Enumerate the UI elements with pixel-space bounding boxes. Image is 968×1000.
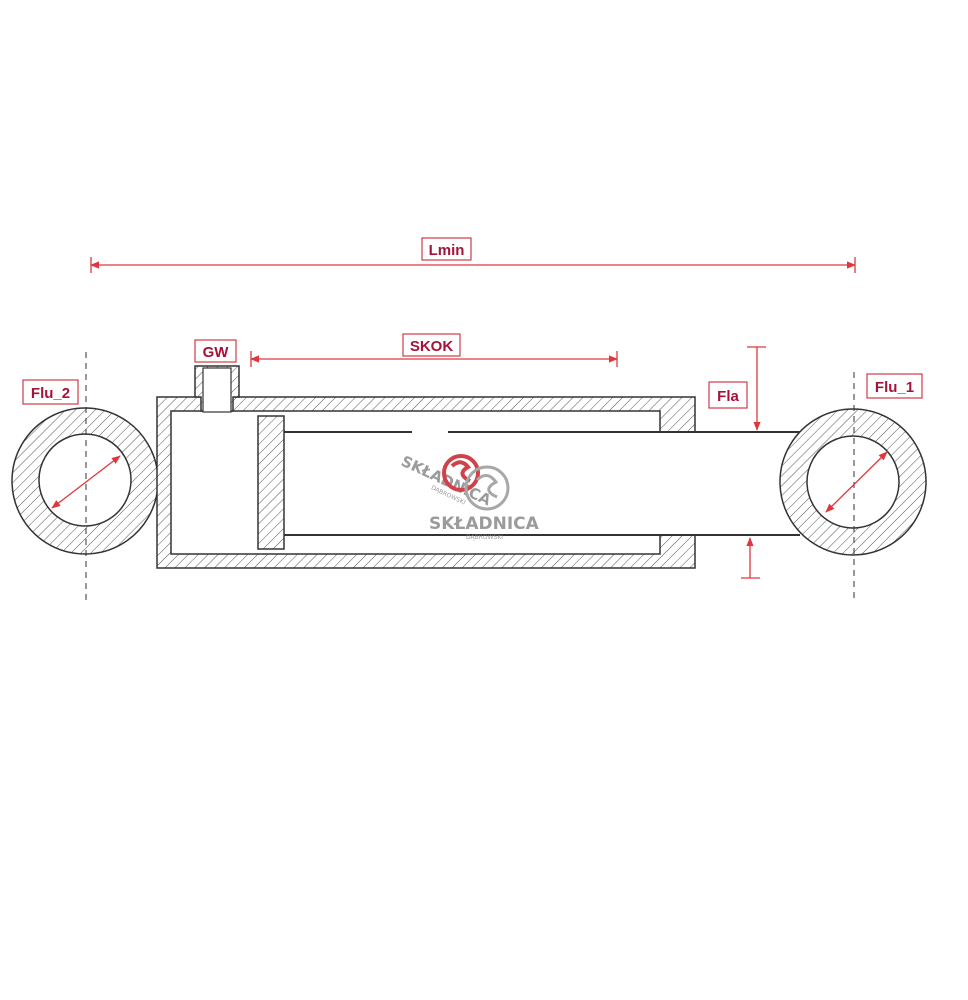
watermark-logo: SKŁADNICA DĄBROWSKI SKŁADNICA DĄBROWSKI (398, 452, 540, 541)
flu-1-dimension-line (825, 451, 888, 513)
label-flu-1-text: Flu_1 (875, 379, 914, 396)
label-gw: GW (194, 339, 237, 363)
left-eye-ring (11, 407, 159, 555)
watermark-sub: DĄBROWSKI (466, 534, 503, 541)
flu-2-dimension-line (51, 455, 121, 509)
label-skok: SKOK (402, 333, 461, 357)
label-skok-text: SKOK (410, 338, 454, 355)
label-lmin: Lmin (421, 237, 472, 261)
label-lmin-text: Lmin (429, 242, 465, 259)
piston-rod (284, 431, 800, 536)
watermark-brand: SKŁADNICA (429, 514, 540, 534)
right-eye-ring (779, 408, 927, 556)
label-gw-text: GW (203, 344, 230, 361)
label-flu-2: Flu_2 (22, 379, 79, 405)
label-flu-1: Flu_1 (866, 373, 923, 399)
label-flu-2-text: Flu_2 (31, 385, 70, 402)
cylinder-barrel (156, 396, 696, 569)
label-fla-text: Fla (717, 388, 739, 405)
label-fla: Fla (708, 381, 748, 409)
piston (257, 415, 285, 550)
